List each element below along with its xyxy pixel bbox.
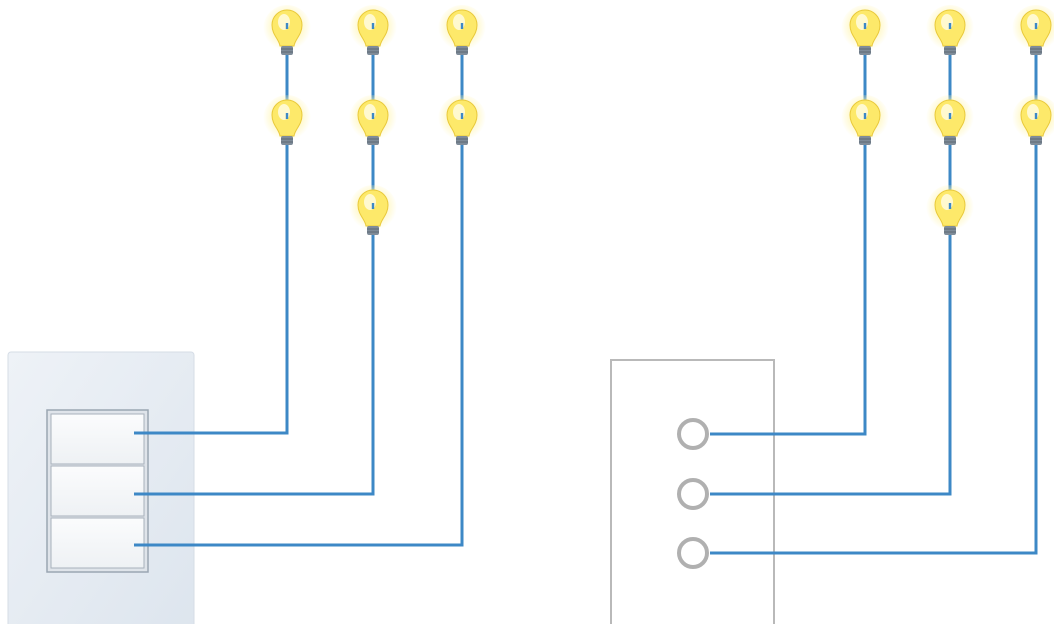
light-bulb-icon (1012, 95, 1054, 145)
light-bulb-icon (841, 95, 889, 145)
bulb-base (367, 226, 379, 235)
switch-contact-2 (677, 478, 709, 510)
bulb-filament (371, 203, 375, 209)
bulb-filament (285, 113, 289, 119)
bulb-highlight (364, 194, 376, 210)
light-bulb-icon (926, 185, 974, 235)
bulb-highlight (453, 104, 465, 120)
right-bulbs (841, 5, 1054, 235)
bulb-highlight (453, 14, 465, 30)
right-diagram (610, 5, 1054, 624)
switch-rocker-3 (50, 517, 145, 569)
left-diagram (7, 5, 486, 624)
bulb-filament (1034, 23, 1038, 29)
bulb-base (944, 136, 956, 145)
bulb-base (859, 46, 871, 55)
light-bulb-icon (349, 95, 397, 145)
wire-circuit-1 (710, 40, 867, 436)
bulb-filament (948, 203, 952, 209)
wire-circuit-1 (134, 40, 289, 435)
light-bulb-icon (926, 5, 974, 55)
bulb-filament (285, 23, 289, 29)
bulb-base (281, 136, 293, 145)
bulb-base (456, 46, 468, 55)
bulb-filament (371, 113, 375, 119)
bulb-base (281, 46, 293, 55)
switch-rocker-2 (50, 465, 145, 517)
light-bulb-icon (1012, 5, 1054, 55)
bulb-highlight (278, 104, 290, 120)
bulb-base (1030, 136, 1042, 145)
bulb-filament (1034, 113, 1038, 119)
bulb-base (1030, 46, 1042, 55)
bulb-filament (863, 113, 867, 119)
bulb-filament (948, 23, 952, 29)
bulb-highlight (364, 104, 376, 120)
light-bulb-icon (438, 5, 486, 55)
switch-rocker-1 (50, 413, 145, 465)
light-bulb-icon (349, 185, 397, 235)
triple-switch-plate (7, 351, 195, 624)
bulb-filament (460, 113, 464, 119)
bulb-base (367, 46, 379, 55)
bulb-highlight (364, 14, 376, 30)
bulb-filament (460, 23, 464, 29)
bulb-filament (948, 113, 952, 119)
light-bulb-icon (926, 95, 974, 145)
bulb-base (944, 226, 956, 235)
wire-circuit-3 (134, 40, 464, 547)
schematic-contacts (677, 418, 709, 569)
bulb-base (367, 136, 379, 145)
light-bulb-icon (841, 5, 889, 55)
wire-circuit-3 (710, 40, 1038, 555)
bulb-base (859, 136, 871, 145)
left-bulbs (263, 5, 486, 235)
light-bulb-icon (349, 5, 397, 55)
switch-contact-3 (677, 537, 709, 569)
light-bulb-icon (438, 95, 486, 145)
bulb-base (456, 136, 468, 145)
bulb-filament (863, 23, 867, 29)
light-bulb-icon (263, 5, 311, 55)
bulb-filament (371, 23, 375, 29)
switch-contact-1 (677, 418, 709, 450)
light-bulb-icon (263, 95, 311, 145)
bulb-highlight (278, 14, 290, 30)
bulb-base (944, 46, 956, 55)
